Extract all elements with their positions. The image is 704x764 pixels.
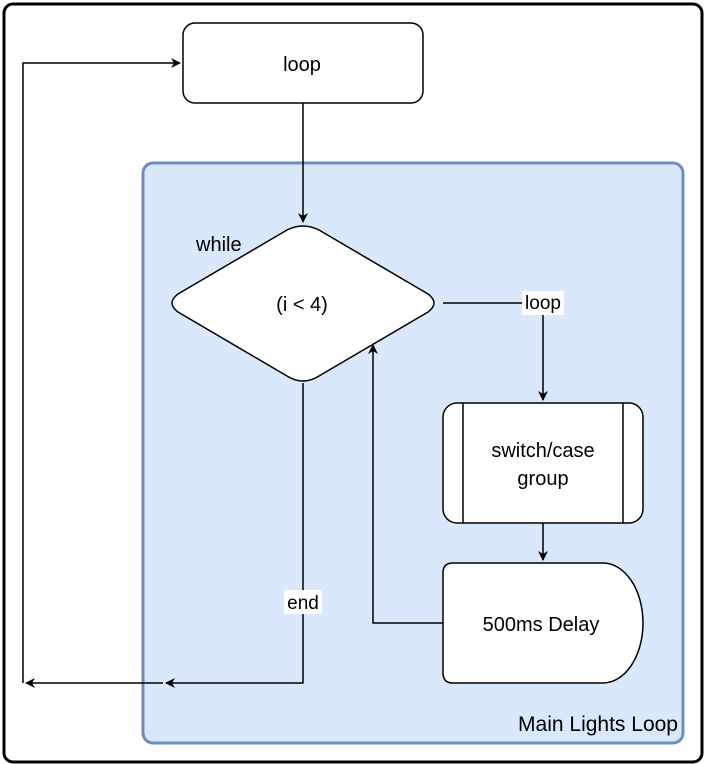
edge-end-label: end xyxy=(287,593,319,614)
edge-loop-label: loop xyxy=(525,293,561,314)
switch-case-group-node[interactable]: switch/case group xyxy=(442,402,644,524)
delay-node[interactable]: 500ms Delay xyxy=(442,562,644,684)
edge-return-to-loop xyxy=(22,58,181,683)
edge-loop-label-bg xyxy=(522,291,564,315)
condition-label: (i < 4) xyxy=(276,294,328,316)
edge-delay-back-to-condition xyxy=(368,344,443,624)
loop-node[interactable]: loop xyxy=(182,22,424,104)
loop-node-label: loop xyxy=(283,54,321,76)
edge-end-label-bg xyxy=(284,590,322,614)
delay-label: 500ms Delay xyxy=(483,614,600,636)
switch-case-label-line1: switch/case xyxy=(491,440,594,462)
group-label: Main Lights Loop xyxy=(518,713,678,736)
while-label: while xyxy=(195,234,242,256)
switch-case-label-line2: group xyxy=(517,468,568,490)
edge-condition-end xyxy=(165,383,304,688)
condition-decision-node[interactable]: (i < 4) xyxy=(171,225,435,382)
